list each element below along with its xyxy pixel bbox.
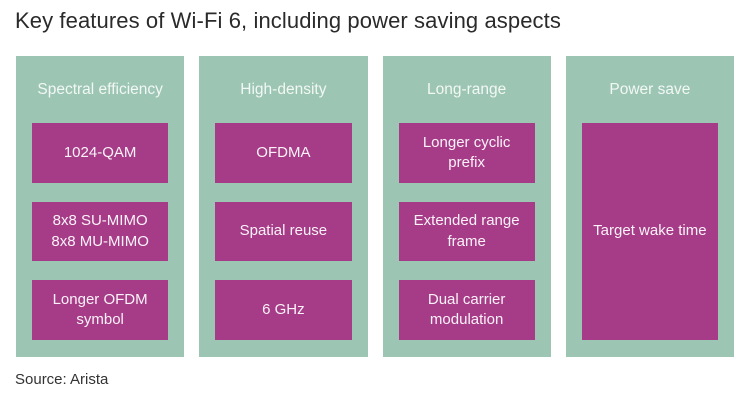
column-header: Power save: [609, 80, 691, 98]
feature-box: Spatial reuse: [215, 201, 352, 262]
column-header: High-density: [240, 80, 327, 98]
feature-box: 8x8 SU-MIMO 8x8 MU-MIMO: [32, 201, 169, 262]
source-caption: Source: Arista: [15, 371, 109, 388]
feature-columns: Spectral efficiency 1024-QAM 8x8 SU-MIMO…: [16, 56, 734, 357]
column-spectral-efficiency: Spectral efficiency 1024-QAM 8x8 SU-MIMO…: [16, 56, 185, 357]
feature-box: Longer OFDM symbol: [32, 280, 169, 341]
column-long-range: Long-range Longer cyclic prefix Extended…: [382, 56, 551, 357]
feature-box: Dual carrier modulation: [398, 280, 535, 341]
feature-box: OFDMA: [215, 123, 352, 183]
feature-box: Extended range frame: [398, 201, 535, 262]
feature-box: 6 GHz: [215, 280, 352, 341]
column-header: Long-range: [426, 80, 507, 98]
figure-title: Key features of Wi-Fi 6, including power…: [15, 8, 561, 33]
column-high-density: High-density OFDMA Spatial reuse 6 GHz: [199, 56, 368, 357]
feature-box: 1024-QAM: [32, 123, 169, 183]
feature-box-group: Longer cyclic prefix Extended range fram…: [398, 123, 535, 341]
feature-box-group: 1024-QAM 8x8 SU-MIMO 8x8 MU-MIMO Longer …: [32, 123, 169, 341]
feature-box: Target wake time: [581, 123, 718, 340]
column-power-save: Power save Target wake time: [565, 56, 734, 357]
column-header: Spectral efficiency: [37, 80, 163, 98]
feature-box: Longer cyclic prefix: [398, 123, 535, 183]
feature-box-group: OFDMA Spatial reuse 6 GHz: [215, 123, 352, 341]
feature-box-group: Target wake time: [581, 123, 718, 340]
